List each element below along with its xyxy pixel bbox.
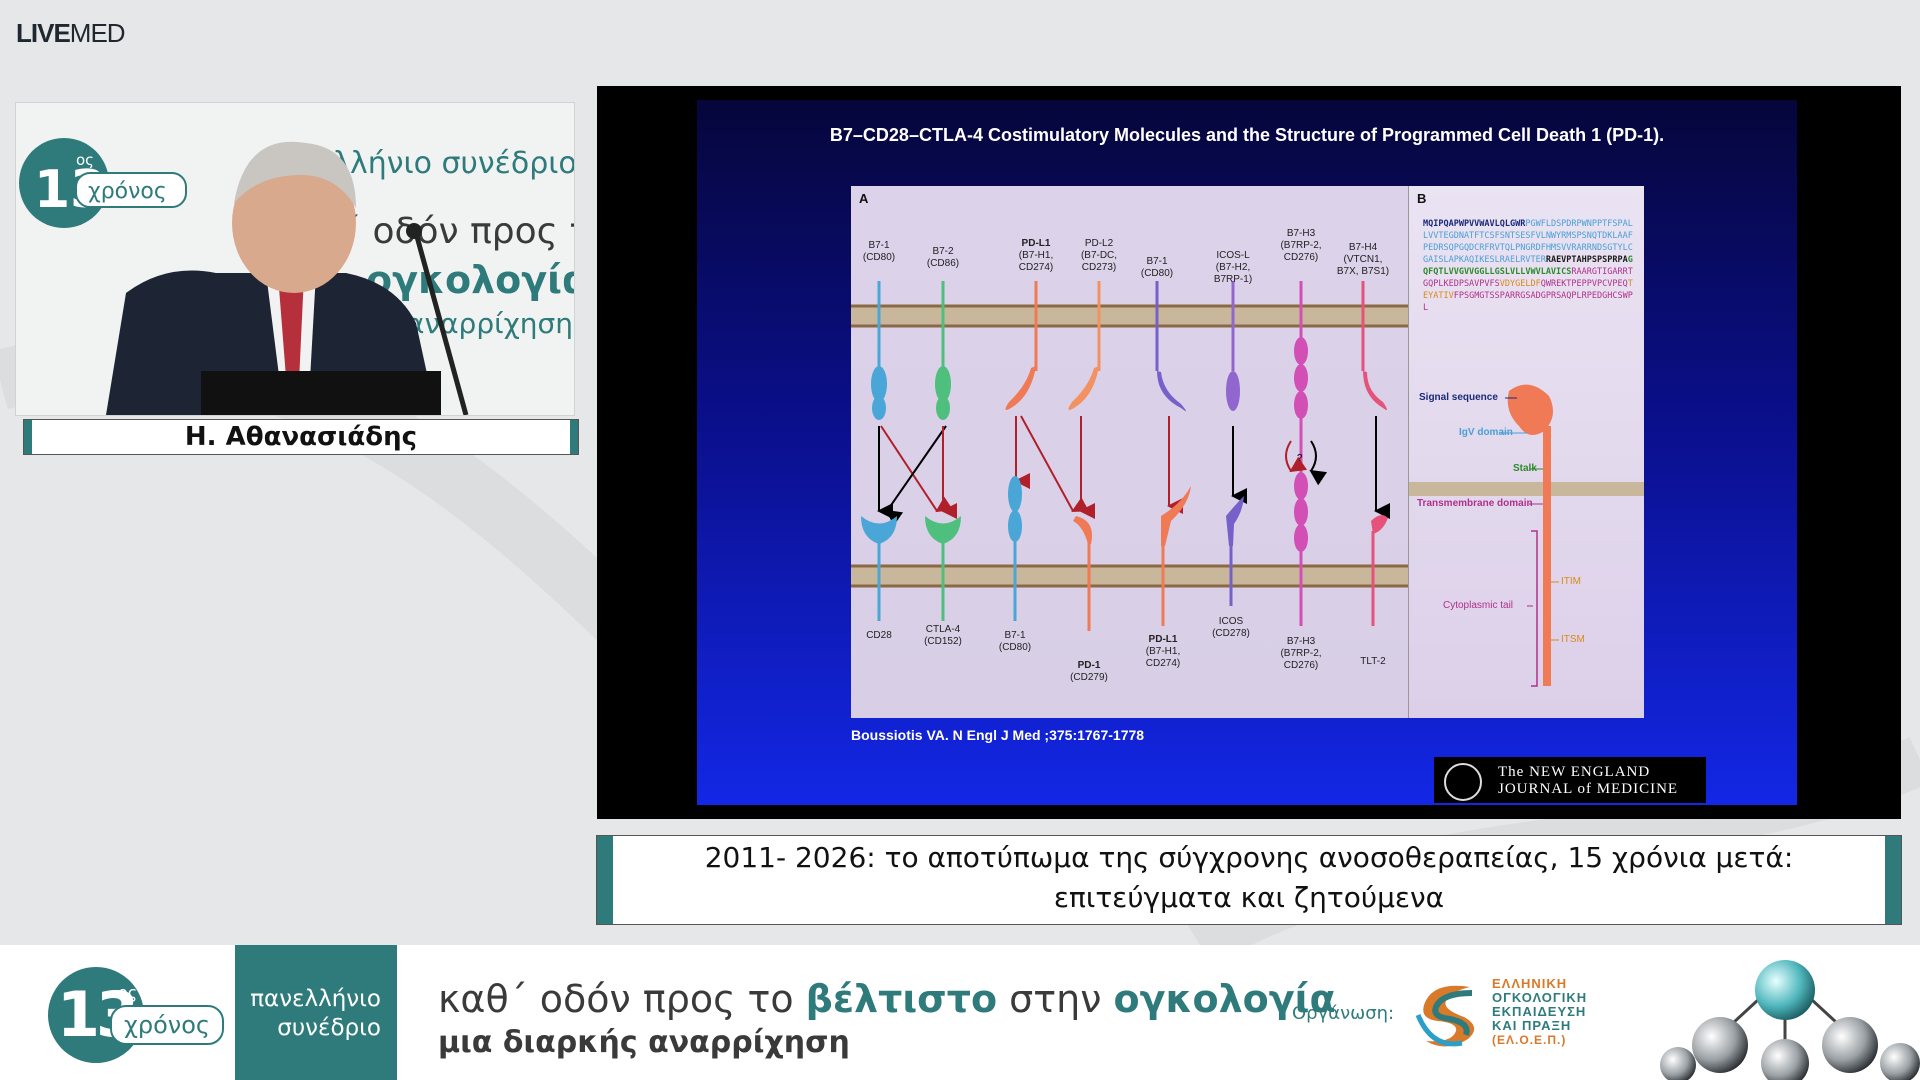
speaker-video-frame: 13 ος χρόνος ελλήνιο συνέδριο θ΄ οδόν πρ… <box>16 103 574 415</box>
igv-domain-label: IgV domain <box>1459 427 1513 438</box>
eloep-logo-icon <box>1415 985 1475 1047</box>
itim-label: ITIM <box>1561 576 1581 587</box>
pd1-sequence: MQIPQAPWPVVWAVLQLGWRPGWFLDSPDRPWNPPTFSPA… <box>1423 219 1633 313</box>
bottom-label-4: PD-1(CD279) <box>1070 660 1108 683</box>
interaction-arrows: ? <box>877 415 1390 526</box>
top-label-2: B7-2(CD86) <box>926 246 960 269</box>
speaker-video: 13 ος χρόνος ελλήνιο συνέδριο θ΄ οδόν πρ… <box>15 102 575 416</box>
top-label-7: B7-H3(B7RP-2,CD276) <box>1280 228 1322 263</box>
svg-text:ος: ος <box>76 151 94 169</box>
bottom-label-1: CD28 <box>866 630 892 641</box>
bottom-label-5: PD-L1(B7-H1,CD274) <box>1145 634 1181 669</box>
talk-title-caption: 2011- 2026: το αποτύπωμα της σύγχρονης α… <box>597 836 1901 924</box>
organizer-label: Οργάνωση: <box>1292 1003 1395 1024</box>
tagline: καθ΄ οδόν προς το βέλτιστο στην ογκολογί… <box>438 977 1336 1021</box>
speaker-name: Η. Αθανασιάδης <box>24 420 578 454</box>
svg-text:ογκολογία: ογκολογία <box>366 258 574 302</box>
bottom-label-3: B7-1(CD80) <box>998 630 1032 653</box>
bottom-label-6: ICOS(CD278) <box>1212 616 1250 639</box>
svg-text:αναρρίχηση: αναρρίχηση <box>406 307 573 340</box>
pd1-structure <box>1409 384 1644 687</box>
transmembrane-domain-label: Transmembrane domain <box>1417 498 1533 509</box>
svg-text:θ΄ οδόν προς το: θ΄ οδόν προς το <box>321 211 574 252</box>
top-label-6: ICOS-L(B7-H2,B7RP-1) <box>1213 250 1253 285</box>
stalk-label: Stalk <box>1513 463 1537 474</box>
slide-citation: Boussiotis VA. N Engl J Med ;375:1767-17… <box>851 727 1145 743</box>
top-label-3: PD-L1(B7-H1,CD274) <box>1018 238 1054 273</box>
signal-sequence-label: Signal sequence <box>1419 392 1498 403</box>
svg-text:?: ? <box>1297 453 1303 464</box>
molecule-graphic <box>1660 960 1920 1080</box>
livemed-logo: LIVEMED <box>16 18 126 48</box>
top-label-5: B7-1(CD80) <box>1140 256 1174 279</box>
organizer-name: ΕΛΛΗΝΙΚΗ ΟΓΚΟΛΟΓΙΚΗ ΕΚΠΑΙΔΕΥΣΗ ΚΑΙ ΠΡΑΞΗ… <box>1492 976 1588 1048</box>
top-label-4: PD-L2(B7-DC,CD273) <box>1080 238 1118 273</box>
tagline-subtitle: μια διαρκής αναρρίχηση <box>438 1025 850 1060</box>
badge-suffix: ος <box>118 983 138 1002</box>
svg-text:ελλήνιο συνέδριο: ελλήνιο συνέδριο <box>316 146 574 181</box>
bottom-molecules <box>861 472 1388 631</box>
slide-frame: B7–CD28–CTLA-4 Costimulatory Molecules a… <box>597 86 1901 819</box>
nejm-seal-icon <box>1444 763 1482 801</box>
svg-text:χρόνος: χρόνος <box>88 179 167 204</box>
cytoplasmic-tail-label: Cytoplasmic tail <box>1443 600 1514 611</box>
top-label-8: B7-H4(VTCN1,B7X, B7S1) <box>1336 242 1390 277</box>
molecule-diagram: ? <box>851 281 1408 631</box>
figure-panel-a: A <box>851 186 1408 718</box>
panel-a-letter: A <box>859 191 869 206</box>
figure: A <box>851 186 1644 718</box>
panel-b-letter: B <box>1417 191 1427 206</box>
top-label-1: B7-1(CD80) <box>862 240 896 263</box>
top-molecules <box>871 281 1387 526</box>
badge-years: χρόνος <box>110 1005 224 1045</box>
bottom-label-7: B7-H3(B7RP-2,CD276) <box>1280 636 1322 671</box>
presentation-slide: B7–CD28–CTLA-4 Costimulatory Molecules a… <box>697 100 1797 805</box>
slide-title: B7–CD28–CTLA-4 Costimulatory Molecules a… <box>829 125 1665 145</box>
itsm-label: ITSM <box>1561 634 1585 645</box>
bottom-label-2: CTLA-4(CD152) <box>924 624 962 647</box>
bottom-label-8: TLT-2 <box>1360 656 1386 667</box>
figure-panel-b: B MQIPQAPWPVVWAVLQLGWRPGWFLDSPDRPWNPPTFS… <box>1408 186 1644 718</box>
